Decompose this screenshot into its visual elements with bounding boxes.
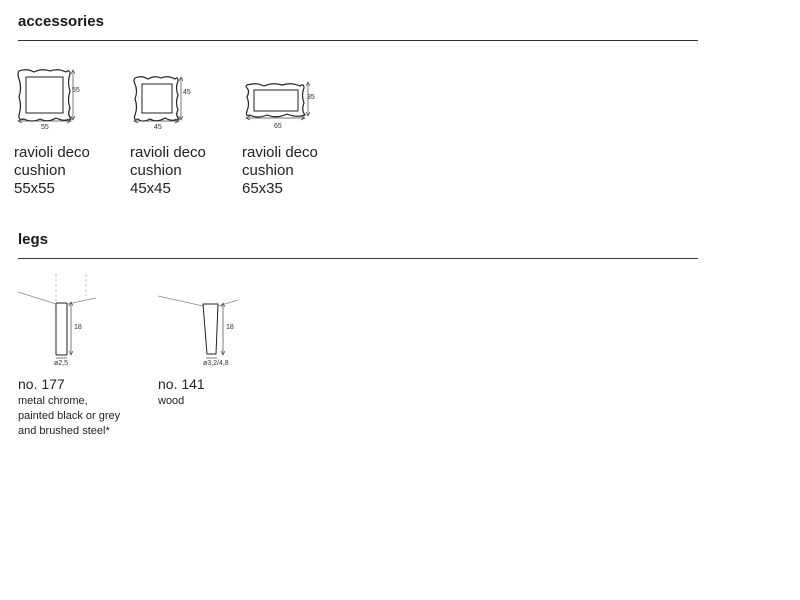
height-dimension-label: 35 — [307, 94, 315, 101]
leg-name: no. 141 — [158, 376, 205, 392]
leg-item-141: 18 ø3,2/4,8 no. 141 wood — [157, 274, 258, 409]
cushion-item-55x55: 55 55 ravioli deco cushion 55x55 — [14, 66, 90, 198]
leg-diameter-label: ø2,5 — [54, 360, 68, 367]
rectangular-cushion-icon: 35 65 — [245, 81, 315, 130]
width-dimension-label: 65 — [274, 123, 282, 130]
cylindrical-leg-icon: 18 ø2,5 — [17, 274, 97, 367]
width-dimension-label: 45 — [154, 124, 162, 131]
leg-name: no. 177 — [18, 376, 65, 392]
square-cushion-icon: 55 55 — [17, 69, 80, 131]
height-dimension-label: 55 — [72, 87, 80, 94]
square-cushion-icon: 45 45 — [133, 76, 191, 131]
legs-heading: legs — [18, 231, 49, 248]
leg-height-label: 18 — [226, 324, 234, 331]
cushion-name: ravioli deco cushion 45x45 — [130, 144, 206, 197]
accessories-divider — [18, 40, 698, 41]
leg-description: wood — [158, 395, 185, 407]
width-dimension-label: 55 — [41, 124, 49, 131]
cushion-item-65x35: 35 65 ravioli deco cushion 65x35 — [242, 80, 322, 198]
cushion-name: ravioli deco cushion 55x55 — [14, 144, 90, 197]
height-dimension-label: 45 — [183, 89, 191, 96]
cushion-item-45x45: 45 45 ravioli deco cushion 45x45 — [130, 73, 206, 198]
leg-height-label: 18 — [74, 324, 82, 331]
tapered-leg-icon: 18 ø3,2/4,8 — [157, 295, 239, 367]
leg-item-177: 18 ø2,5 no. 177 metal chrome, painted bl… — [17, 274, 121, 439]
accessories-heading: accessories — [18, 13, 104, 30]
leg-description: metal chrome, painted black or grey and … — [18, 395, 121, 437]
cushion-size: 65x35 — [242, 180, 283, 197]
leg-diameter-label: ø3,2/4,8 — [203, 360, 229, 367]
legs-divider — [18, 258, 698, 259]
cushion-name: ravioli deco cushion 65x35 — [242, 144, 322, 198]
cushion-size: 45x45 — [130, 180, 171, 197]
cushion-size: 55x55 — [14, 180, 55, 197]
